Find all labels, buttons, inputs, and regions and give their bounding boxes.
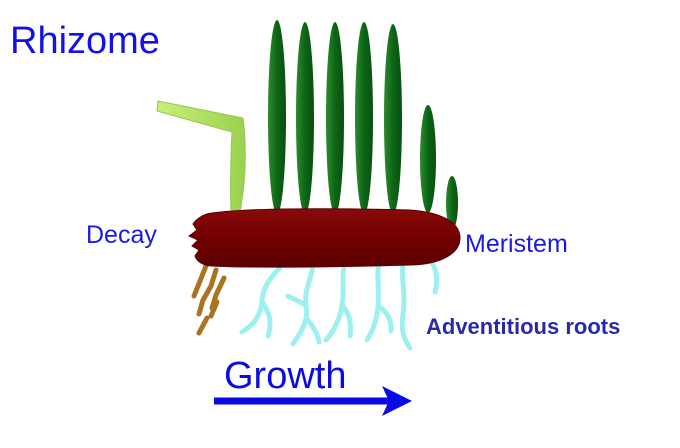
adventitious-roots-label: Adventitious roots xyxy=(426,314,621,339)
decay-label: Decay xyxy=(86,221,157,249)
leaf xyxy=(446,176,458,230)
decayed-roots xyxy=(191,263,227,336)
diagram-title: Rhizome xyxy=(10,20,160,62)
leaf xyxy=(384,24,402,214)
rhizome-body xyxy=(188,208,461,268)
leaves xyxy=(268,20,458,230)
leaf xyxy=(268,20,286,214)
leaf xyxy=(326,22,344,214)
growth-label: Growth xyxy=(224,355,347,397)
growth-arrow xyxy=(214,386,412,416)
leaf xyxy=(296,22,314,214)
leaf xyxy=(420,105,436,213)
old-shoot xyxy=(156,100,246,213)
leaf xyxy=(355,22,373,214)
adventitious-roots xyxy=(239,259,440,351)
meristem-label: Meristem xyxy=(465,230,568,258)
